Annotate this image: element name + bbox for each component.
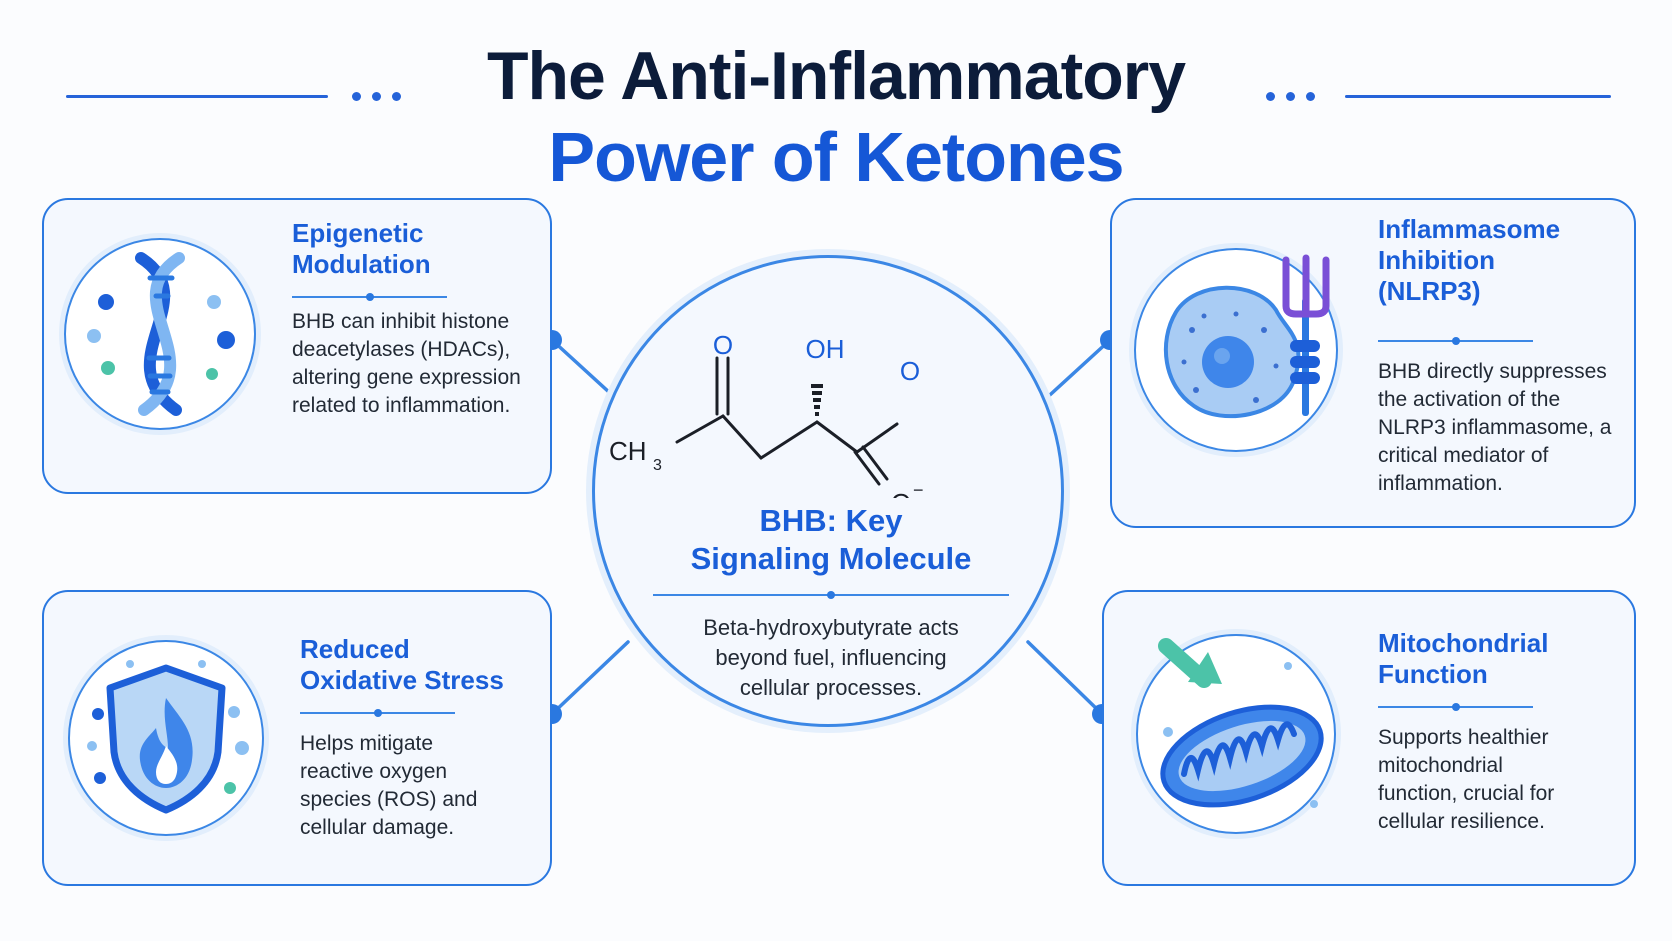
cell-icon bbox=[1163, 254, 1330, 419]
molecule-o-left: O bbox=[713, 330, 733, 360]
mitochondria-icon bbox=[1158, 638, 1324, 808]
title-rule-left bbox=[66, 95, 328, 98]
card-text-mitochondrial: Supports healthier mitochondrial functio… bbox=[1378, 726, 1555, 833]
center-circle: O OH O CH 3 O − BHB: Key Signaling Molec… bbox=[592, 255, 1064, 727]
shield-flame-icon bbox=[87, 660, 249, 814]
connector-bottom-right bbox=[1026, 640, 1104, 716]
card-oxidative: Reduced Oxidative Stress Helps mitigate … bbox=[42, 590, 552, 886]
card-divider bbox=[1378, 337, 1533, 345]
molecule-ch-subscript: 3 bbox=[653, 457, 662, 474]
page-title-line1: The Anti-Inflammatory bbox=[486, 38, 1186, 114]
molecule-ch: CH bbox=[609, 436, 647, 466]
center-description: Beta-hydroxybutyrate acts beyond fuel, i… bbox=[703, 615, 959, 700]
dna-icon-container bbox=[64, 238, 256, 430]
card-divider bbox=[1378, 703, 1533, 711]
connector-bottom-left bbox=[550, 640, 630, 716]
title-dots-left bbox=[352, 92, 401, 101]
card-title-mitochondrial: Mitochondrial Function bbox=[1378, 628, 1549, 689]
cell-icon-container bbox=[1134, 248, 1338, 452]
card-mitochondrial: Mitochondrial Function Supports healthie… bbox=[1102, 590, 1636, 886]
molecule-minus-superscript: − bbox=[913, 480, 924, 498]
card-title-inflammasome: Inflammasome Inhibition (NLRP3) bbox=[1378, 214, 1561, 306]
card-title-oxidative: Reduced Oxidative Stress bbox=[300, 634, 504, 695]
center-title-line2: Signaling Molecule bbox=[690, 541, 972, 576]
card-title-epigenetic: Epigenetic Modulation bbox=[292, 218, 431, 279]
molecule-oh: OH bbox=[806, 334, 845, 364]
center-divider bbox=[653, 591, 1009, 599]
title-rule-right bbox=[1345, 95, 1611, 98]
card-divider bbox=[292, 293, 447, 301]
molecule-o-minus: O bbox=[891, 488, 911, 498]
center-title-line1: BHB: Key bbox=[759, 503, 903, 538]
connector-top-left bbox=[550, 338, 624, 406]
card-inflammasome: Inflammasome Inhibition (NLRP3) BHB dire… bbox=[1110, 198, 1636, 528]
center-title: BHB: Key Signaling Molecule bbox=[595, 502, 1067, 578]
title-dots-right bbox=[1266, 92, 1315, 101]
card-text-epigenetic: BHB can inhibit histone deacetylases (HD… bbox=[292, 310, 521, 417]
card-text-oxidative: Helps mitigate reactive oxygen species (… bbox=[300, 732, 478, 839]
page-title-line2: Power of Ketones bbox=[548, 118, 1124, 196]
connector-top-right bbox=[1038, 338, 1112, 406]
center-text: Beta-hydroxybutyrate acts beyond fuel, i… bbox=[595, 613, 1067, 703]
shield-icon-container bbox=[68, 640, 264, 836]
dna-icon bbox=[87, 252, 235, 416]
card-divider bbox=[300, 709, 455, 717]
card-text-inflammasome: BHB directly suppresses the activation o… bbox=[1378, 360, 1612, 495]
bhb-molecule-structure: O OH O CH 3 O − bbox=[609, 330, 924, 498]
molecule-o-right: O bbox=[900, 356, 920, 386]
card-epigenetic: Epigenetic Modulation BHB can inhibit hi… bbox=[42, 198, 552, 494]
mitochondria-icon-container bbox=[1136, 634, 1336, 834]
